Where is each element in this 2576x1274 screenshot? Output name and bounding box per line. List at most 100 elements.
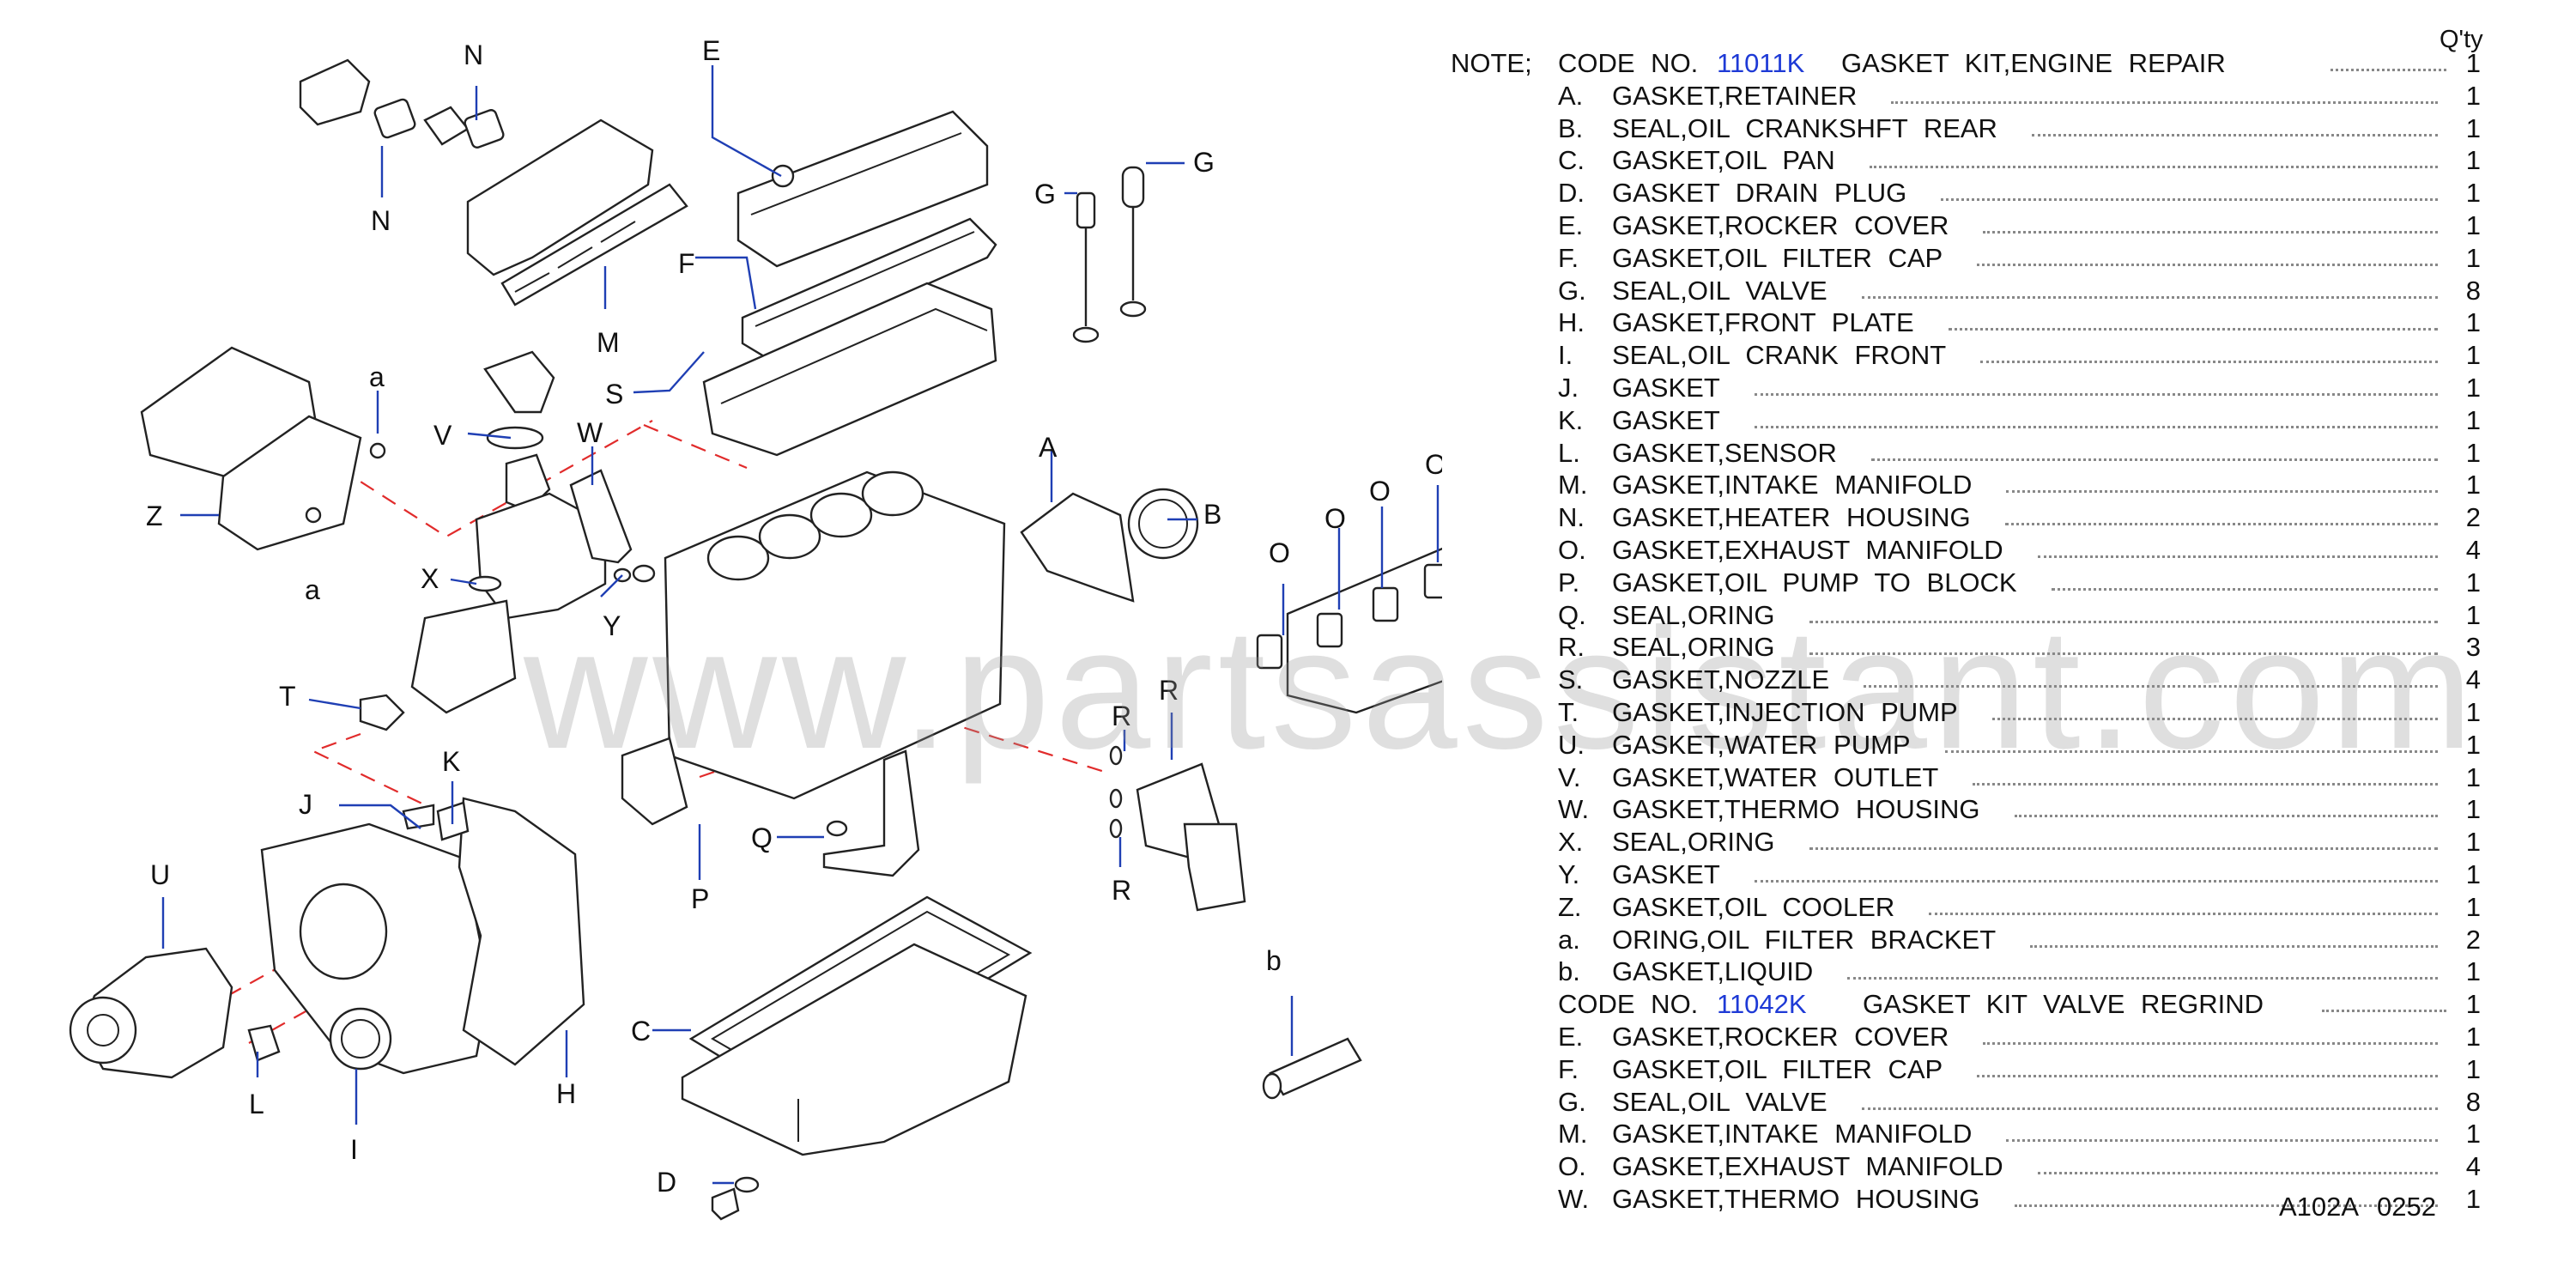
heater-housing: [299, 58, 505, 149]
kit-qty: 1: [2465, 989, 2481, 1020]
qty-header: Q'ty: [2440, 26, 2483, 53]
part-qty: 1: [2465, 307, 2481, 338]
part-row: O. GASKET,EXHAUST MANIFOLD 4: [1451, 535, 2481, 567]
leader-dots: [2038, 1172, 2438, 1175]
callout-C: C: [631, 1016, 651, 1046]
callout-E: F: [678, 248, 695, 279]
part-qty: 2: [2465, 502, 2481, 533]
part-qty: 1: [2465, 112, 2481, 143]
callout-I: I: [350, 1134, 358, 1165]
part-qty: 1: [2465, 599, 2481, 630]
part-description: SEAL,ORING: [1612, 599, 1775, 630]
kit-description: GASKET KIT,ENGINE REPAIR: [1841, 48, 2226, 78]
part-qty: 1: [2465, 1119, 2481, 1150]
cylinder-block: [621, 470, 1006, 826]
part-key: F.: [1558, 242, 1579, 273]
part-key: B.: [1558, 112, 1584, 143]
valves: [1072, 166, 1147, 343]
part-qty: 1: [2465, 761, 2481, 792]
callout-U: U: [150, 859, 170, 890]
part-description: GASKET,OIL COOLER: [1612, 891, 1895, 922]
part-key: X.: [1558, 827, 1584, 858]
part-key: I.: [1558, 340, 1573, 371]
intake-manifold: [466, 118, 688, 306]
callout-K: K: [442, 746, 460, 777]
part-description: GASKET,EXHAUST MANIFOLD: [1612, 535, 2003, 565]
callout-G-left: G: [1034, 179, 1056, 209]
leader-dots: [1862, 1107, 2438, 1110]
callout-D: D: [657, 1167, 676, 1198]
water-pump: [69, 947, 233, 1079]
part-description: GASKET,NOZZLE: [1612, 664, 1830, 695]
callout-O-3: O: [1369, 476, 1391, 507]
part-qty: 3: [2465, 632, 2481, 663]
callout-R-2: R: [1159, 675, 1179, 706]
part-key: T.: [1558, 697, 1579, 727]
part-qty: 1: [2465, 210, 2481, 240]
leader-dots: [1755, 880, 2438, 883]
part-qty: 1: [2465, 956, 2481, 987]
part-qty: 1: [2465, 1184, 2481, 1214]
part-key: P.: [1558, 567, 1580, 598]
part-description: GASKET,OIL FILTER CAP: [1612, 1053, 1943, 1084]
part-description: GASKET,THERMO HOUSING: [1612, 794, 1980, 825]
part-qty: 1: [2465, 242, 2481, 273]
leader-dots: [2030, 944, 2438, 948]
code-word: CODE NO.: [1558, 48, 1699, 78]
part-qty: 1: [2465, 1022, 2481, 1052]
part-key: C.: [1558, 145, 1585, 176]
part-key: V.: [1558, 761, 1581, 792]
leader-dots: [1870, 166, 2438, 169]
part-key: O.: [1558, 535, 1586, 565]
cylinder-head: [702, 282, 997, 457]
part-description: GASKET,WATER PUMP: [1612, 729, 1911, 760]
callout-N-bottom: N: [371, 205, 391, 236]
part-qty: 1: [2465, 1053, 2481, 1084]
part-description: GASKET: [1612, 373, 1720, 403]
leader-dots: [2032, 133, 2438, 136]
part-key: F.: [1558, 1053, 1579, 1084]
leader-dots: [1983, 231, 2438, 234]
part-qty: 4: [2465, 535, 2481, 565]
leader-dots: [1949, 328, 2438, 331]
part-description: GASKET,EXHAUST MANIFOLD: [1612, 1151, 2003, 1182]
callout-O-4: O: [1425, 449, 1442, 480]
timing-case: [247, 797, 585, 1075]
leader-dots: [1809, 620, 2438, 623]
part-description: SEAL,OIL VALVE: [1612, 275, 1827, 306]
callout-Q: Q: [751, 822, 773, 853]
part-description: GASKET,SENSOR: [1612, 437, 1837, 468]
callout-G-right: G: [1193, 147, 1215, 178]
oil-pan: [681, 895, 1033, 1156]
kit-qty: 1: [2465, 48, 2481, 78]
part-key: K.: [1558, 404, 1584, 435]
callout-P: P: [691, 883, 709, 914]
leader-dots: [2052, 587, 2438, 591]
leader-dots: [2331, 69, 2446, 71]
injection-pump: [359, 599, 517, 731]
leader-dots: [1862, 295, 2438, 299]
part-qty: 1: [2465, 827, 2481, 858]
part-qty: 1: [2465, 859, 2481, 889]
callout-B: B: [1203, 499, 1221, 530]
callout-O-1: O: [1269, 537, 1290, 568]
part-key: W.: [1558, 1184, 1590, 1214]
callout-Z: Z: [146, 500, 163, 531]
oil-pump-pickup: [822, 749, 920, 877]
callout-J: J: [299, 789, 312, 820]
note-label: NOTE;: [1451, 48, 1532, 78]
part-description: GASKET,ROCKER COVER: [1612, 1022, 1949, 1052]
